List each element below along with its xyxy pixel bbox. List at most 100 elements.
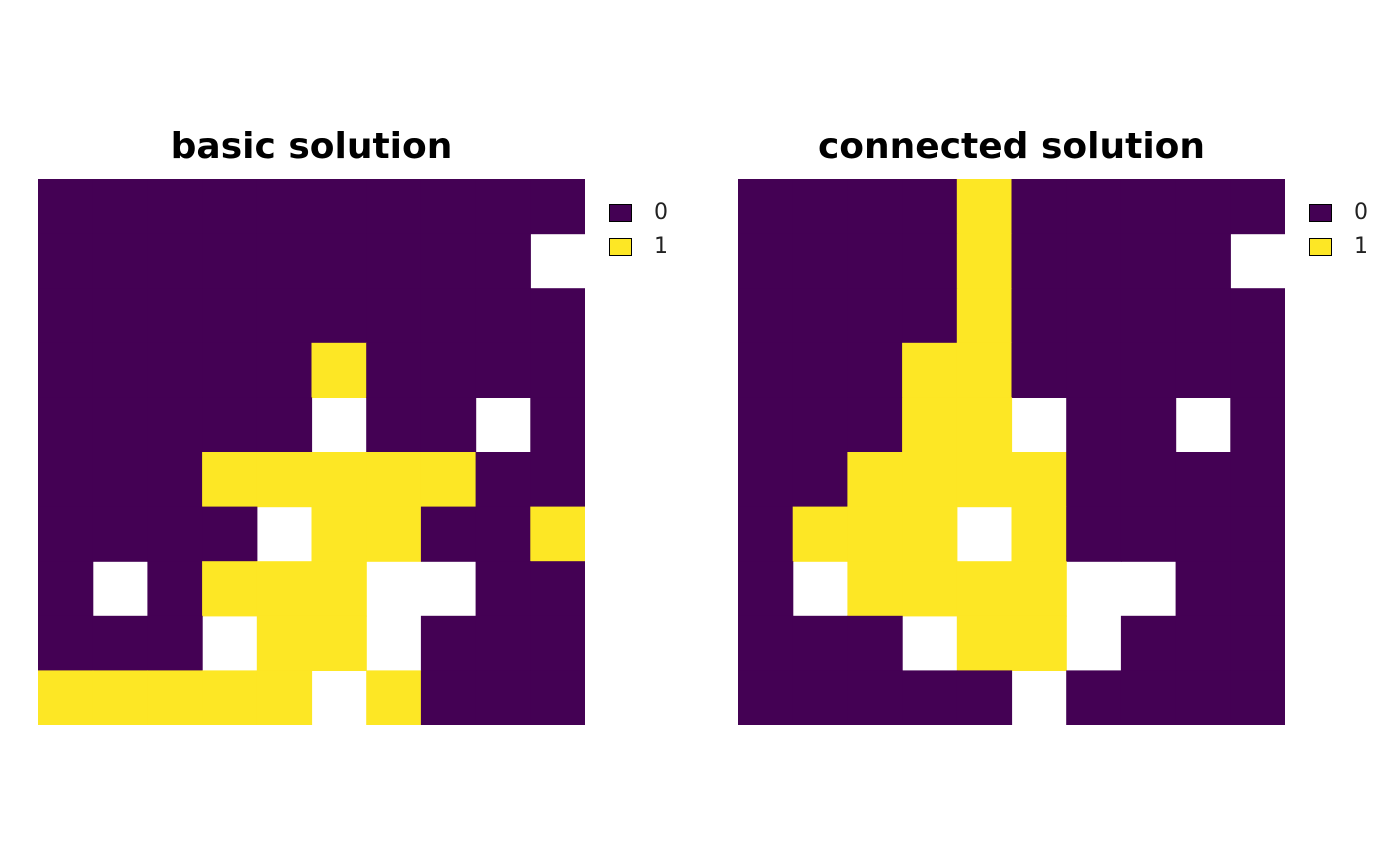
grid-cell-r0-c9	[1230, 179, 1285, 235]
connected-solution-grid	[738, 179, 1285, 725]
grid-cell-r1-c5	[1011, 233, 1067, 289]
grid-cell-r5-c7	[1120, 452, 1177, 508]
grid-cell-r0-c3	[202, 179, 258, 235]
grid-cell-r1-c2	[147, 233, 203, 289]
grid-cell-r1-c8	[475, 233, 531, 289]
grid-cell-r6-c2	[147, 506, 203, 562]
grid-cell-r4-c1	[92, 397, 148, 453]
grid-cell-r4-c2	[147, 397, 203, 453]
grid-cell-r6-c6	[366, 506, 422, 562]
grid-cell-r7-c2	[847, 561, 903, 617]
grid-cell-r6-c1	[92, 506, 148, 562]
grid-cell-r5-c2	[147, 452, 203, 508]
grid-cell-r3-c3	[902, 342, 958, 398]
grid-cell-r2-c3	[202, 288, 258, 344]
grid-cell-r9-c0	[738, 670, 794, 725]
grid-cell-r6-c7	[420, 506, 477, 562]
grid-cell-r5-c7	[420, 452, 477, 508]
grid-cell-r1-c7	[1120, 233, 1177, 289]
grid-cell-r7-c4	[956, 561, 1013, 617]
grid-cell-r3-c4	[256, 342, 313, 398]
legend-swatch-1	[609, 238, 632, 256]
grid-cell-r9-c2	[147, 670, 203, 725]
grid-cell-r1-c5	[311, 233, 367, 289]
grid-cell-r1-c4	[956, 233, 1013, 289]
grid-cell-r6-c8	[1175, 506, 1231, 562]
grid-cell-r2-c3	[902, 288, 958, 344]
legend-label-1: 1	[654, 234, 668, 259]
grid-cell-r2-c9	[530, 288, 585, 344]
grid-cell-r9-c1	[792, 670, 848, 725]
grid-cell-r6-c6	[1066, 506, 1122, 562]
grid-cell-r6-c5	[1011, 506, 1067, 562]
grid-cell-r4-c3	[902, 397, 958, 453]
grid-cell-r2-c6	[1066, 288, 1122, 344]
chart-title: connected solution	[817, 126, 1206, 167]
grid-cell-r3-c7	[1120, 342, 1177, 398]
grid-cell-r0-c1	[792, 179, 848, 235]
grid-cell-r0-c5	[311, 179, 367, 235]
grid-cell-r3-c1	[792, 342, 848, 398]
grid-cell-r8-c7	[420, 615, 477, 671]
grid-cell-r1-c0	[38, 233, 94, 289]
grid-cell-r7-c3	[902, 561, 958, 617]
grid-cell-r7-c8	[1175, 561, 1231, 617]
grid-cell-r3-c6	[1066, 342, 1122, 398]
grid-cell-r4-c0	[38, 397, 94, 453]
grid-cell-r5-c6	[1066, 452, 1122, 508]
grid-cell-r9-c9	[530, 670, 585, 725]
grid-cell-r3-c6	[366, 342, 422, 398]
grid-cell-r3-c0	[738, 342, 794, 398]
grid-cell-r7-c8	[475, 561, 531, 617]
grid-cell-r9-c4	[256, 670, 313, 725]
grid-cell-r6-c0	[738, 506, 794, 562]
grid-cell-r0-c0	[38, 179, 94, 235]
grid-cell-r8-c5	[311, 615, 367, 671]
grid-cell-r6-c0	[38, 506, 94, 562]
grid-cell-r2-c0	[738, 288, 794, 344]
grid-cell-r8-c4	[956, 615, 1013, 671]
legend-label-0: 0	[1354, 200, 1368, 225]
grid-cell-r2-c8	[1175, 288, 1231, 344]
grid-cell-r7-c5	[311, 561, 367, 617]
grid-cell-r9-c1	[92, 670, 148, 725]
grid-cell-r1-c7	[420, 233, 477, 289]
grid-cell-r0-c0	[738, 179, 794, 235]
grid-cell-r9-c8	[475, 670, 531, 725]
grid-cell-r4-c7	[420, 397, 477, 453]
grid-cell-r1-c3	[902, 233, 958, 289]
legend-swatch-0	[1309, 204, 1332, 222]
grid-cell-r9-c3	[902, 670, 958, 725]
grid-cell-r1-c2	[847, 233, 903, 289]
grid-cell-r8-c8	[475, 615, 531, 671]
grid-cell-r6-c3	[902, 506, 958, 562]
grid-cell-r0-c2	[147, 179, 203, 235]
grid-cell-r4-c9	[1230, 397, 1285, 453]
grid-cell-r2-c4	[956, 288, 1013, 344]
grid-cell-r8-c8	[1175, 615, 1231, 671]
grid-cell-r0-c6	[366, 179, 422, 235]
grid-cell-r2-c9	[1230, 288, 1285, 344]
grid-cell-r7-c2	[147, 561, 203, 617]
connected-solution-panel: connected solution 0 1	[700, 0, 1400, 866]
grid-cell-r5-c1	[792, 452, 848, 508]
grid-cell-r0-c5	[1011, 179, 1067, 235]
grid-cell-r3-c8	[1175, 342, 1231, 398]
grid-cell-r4-c9	[530, 397, 585, 453]
grid-cell-r8-c0	[38, 615, 94, 671]
grid-cell-r5-c3	[202, 452, 258, 508]
grid-cell-r9-c6	[1066, 670, 1122, 725]
grid-cell-r2-c6	[366, 288, 422, 344]
grid-cell-r5-c8	[475, 452, 531, 508]
grid-cell-r0-c8	[1175, 179, 1231, 235]
grid-cell-r9-c0	[38, 670, 94, 725]
legend-swatch-1	[1309, 238, 1332, 256]
grid-cell-r0-c4	[256, 179, 313, 235]
grid-cell-r0-c2	[847, 179, 903, 235]
grid-cell-r8-c9	[530, 615, 585, 671]
grid-cell-r3-c3	[202, 342, 258, 398]
grid-cell-r8-c2	[847, 615, 903, 671]
grid-cell-r5-c4	[956, 452, 1013, 508]
grid-cell-r8-c4	[256, 615, 313, 671]
grid-cell-r4-c6	[366, 397, 422, 453]
